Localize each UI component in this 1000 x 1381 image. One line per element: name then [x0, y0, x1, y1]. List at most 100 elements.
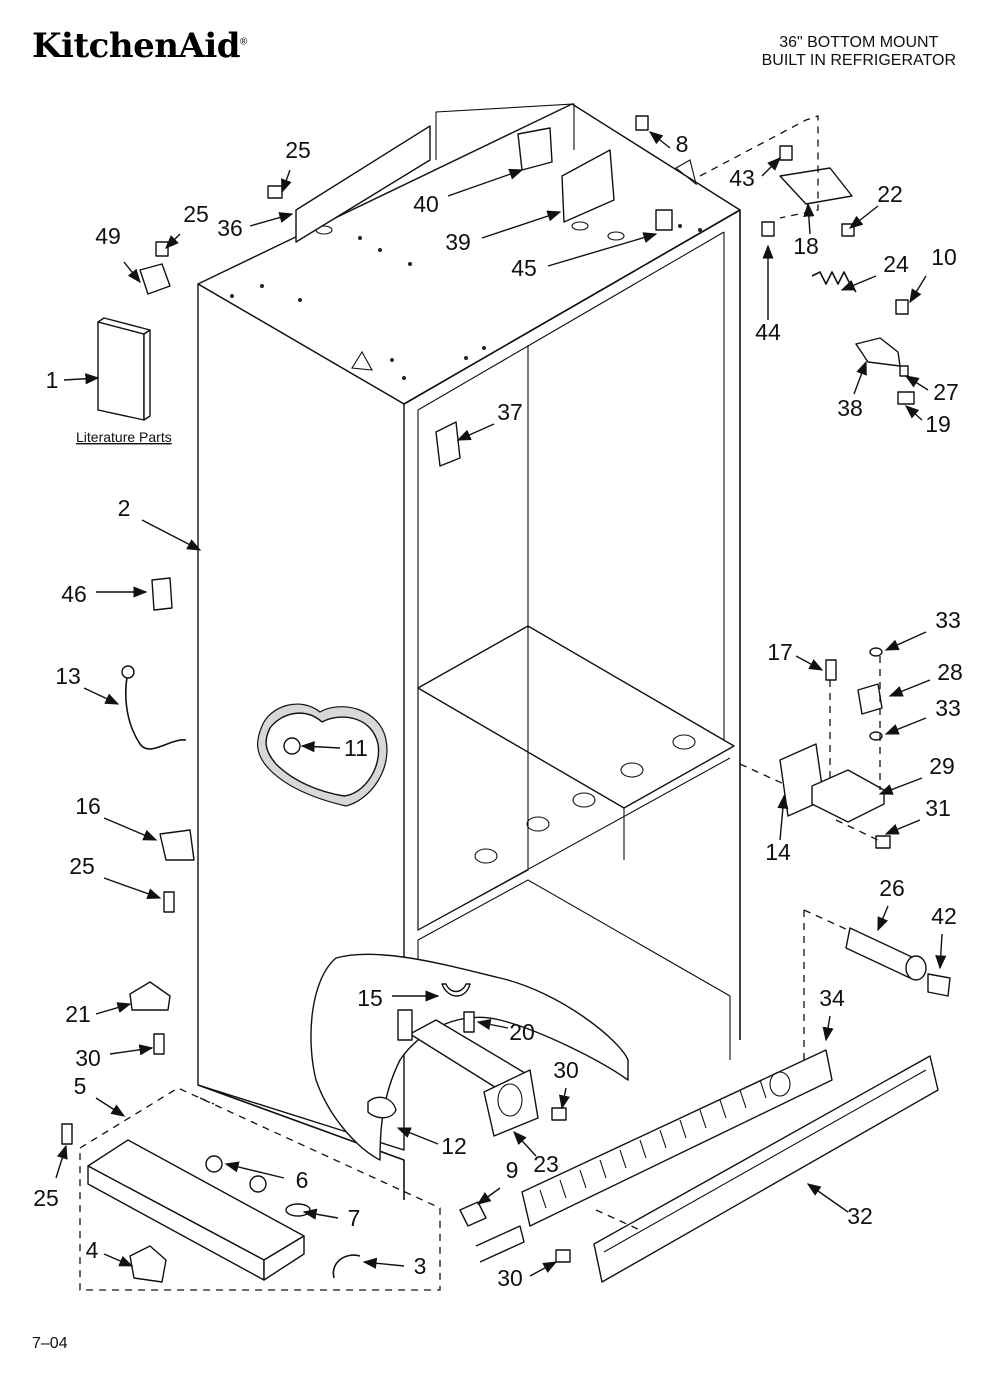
rear-panel [295, 125, 431, 243]
leader-c8 [648, 131, 671, 149]
leader-c1 [63, 373, 100, 385]
roller-6b [249, 1175, 267, 1193]
leader-c34 [822, 1015, 834, 1042]
callout-c23: 23 [533, 1151, 559, 1177]
callout-c30b: 30 [553, 1057, 579, 1083]
literature-parts-label: Literature Parts [76, 429, 172, 445]
leader-c24 [840, 275, 877, 291]
leader-c20 [476, 1018, 509, 1030]
callout-c33b: 33 [935, 695, 961, 721]
callout-c44: 44 [755, 319, 781, 345]
callout-c40: 40 [413, 191, 439, 217]
cabinet-front-edge [403, 209, 741, 1040]
leader-c21 [95, 1002, 132, 1015]
callout-c8: 8 [676, 131, 689, 157]
callout-c30c: 30 [497, 1265, 523, 1291]
grille-slots [539, 1079, 767, 1209]
callout-c14: 14 [765, 839, 791, 865]
callout-c28: 28 [937, 659, 963, 685]
leader-c43 [761, 157, 781, 177]
callout-c12: 12 [441, 1133, 467, 1159]
clip-46 [151, 577, 173, 611]
leader-c4 [103, 1253, 134, 1267]
leader-c9 [476, 1187, 501, 1205]
leader-c25a [281, 169, 292, 194]
leader-c25c [103, 877, 162, 900]
connector-45 [655, 209, 673, 231]
leader-c33a [884, 631, 927, 651]
tube-13 [124, 671, 187, 750]
leader-c30c [529, 1261, 558, 1277]
clip-3 [332, 1254, 361, 1279]
callout-c42: 42 [931, 903, 957, 929]
leader-c12 [396, 1127, 439, 1145]
duct-flange [483, 1069, 539, 1137]
spring-24 [811, 271, 857, 293]
leader-c25b [165, 233, 181, 249]
leader-c6 [224, 1161, 285, 1179]
switch-40 [517, 127, 553, 171]
brand-logo: KitchenAid® [32, 26, 247, 66]
brand-mark: ® [240, 36, 247, 48]
plug-part [283, 737, 301, 755]
leader-c2 [141, 519, 202, 551]
callout-c39: 39 [445, 229, 471, 255]
bracket-4 [129, 1245, 167, 1283]
leader-c13 [83, 687, 120, 705]
callout-c10: 10 [931, 244, 957, 270]
knob-42 [927, 973, 951, 997]
leader-c39 [481, 210, 562, 239]
callout-c15: 15 [357, 985, 383, 1011]
title-line-2: BUILT IN REFRIGERATOR [761, 52, 956, 69]
callout-c24: 24 [883, 251, 909, 277]
clamp-16 [159, 829, 195, 861]
cylinder-26 [845, 927, 915, 979]
callout-c20: 20 [509, 1019, 535, 1045]
duct-clip [441, 983, 471, 997]
title-line-1: 36" BOTTOM MOUNT [779, 34, 939, 51]
callout-c9: 9 [506, 1157, 519, 1183]
page-title: 36" BOTTOM MOUNT BUILT IN REFRIGERATOR [762, 34, 956, 70]
leader-c7 [302, 1208, 339, 1220]
cabinet [197, 103, 741, 1200]
callout-c49: 49 [95, 223, 121, 249]
liner-top-left [417, 345, 529, 626]
callout-c25b: 25 [183, 201, 209, 227]
hinge-18 [779, 167, 853, 205]
callout-c6: 6 [296, 1167, 309, 1193]
leader-c11 [300, 741, 341, 753]
base-assembly-box [79, 1087, 441, 1291]
footer-code: 7–04 [32, 1335, 68, 1352]
leader-c10 [909, 275, 927, 304]
leader-c17 [795, 655, 824, 671]
callout-c34: 34 [819, 985, 845, 1011]
leader-c3 [362, 1257, 405, 1269]
callout-c11: 11 [344, 735, 368, 761]
leader-c40 [447, 168, 524, 197]
callout-c36: 36 [217, 215, 243, 241]
leader-c31 [884, 819, 921, 835]
callout-c7: 7 [348, 1205, 361, 1231]
leader-c38 [853, 360, 867, 395]
callout-c22: 22 [877, 181, 903, 207]
leader-c16 [103, 817, 158, 841]
leader-c19 [904, 405, 923, 421]
callout-c4: 4 [86, 1237, 99, 1263]
callout-c19: 19 [925, 411, 951, 437]
divider-shelf [417, 625, 735, 809]
callout-c32: 32 [847, 1203, 873, 1229]
callout-c21: 21 [65, 1001, 91, 1027]
bracket-49 [139, 263, 171, 295]
hinge-29 [811, 769, 885, 823]
leader-c42 [935, 933, 947, 970]
callout-c25c: 25 [69, 853, 95, 879]
callout-c25a: 25 [285, 137, 311, 163]
clip-9 [459, 1201, 487, 1227]
leader-c30a [109, 1044, 154, 1056]
leader-c23 [513, 1130, 537, 1157]
callout-c13: 13 [55, 663, 81, 689]
leader-c37 [456, 423, 495, 441]
grille-34 [521, 1049, 833, 1227]
